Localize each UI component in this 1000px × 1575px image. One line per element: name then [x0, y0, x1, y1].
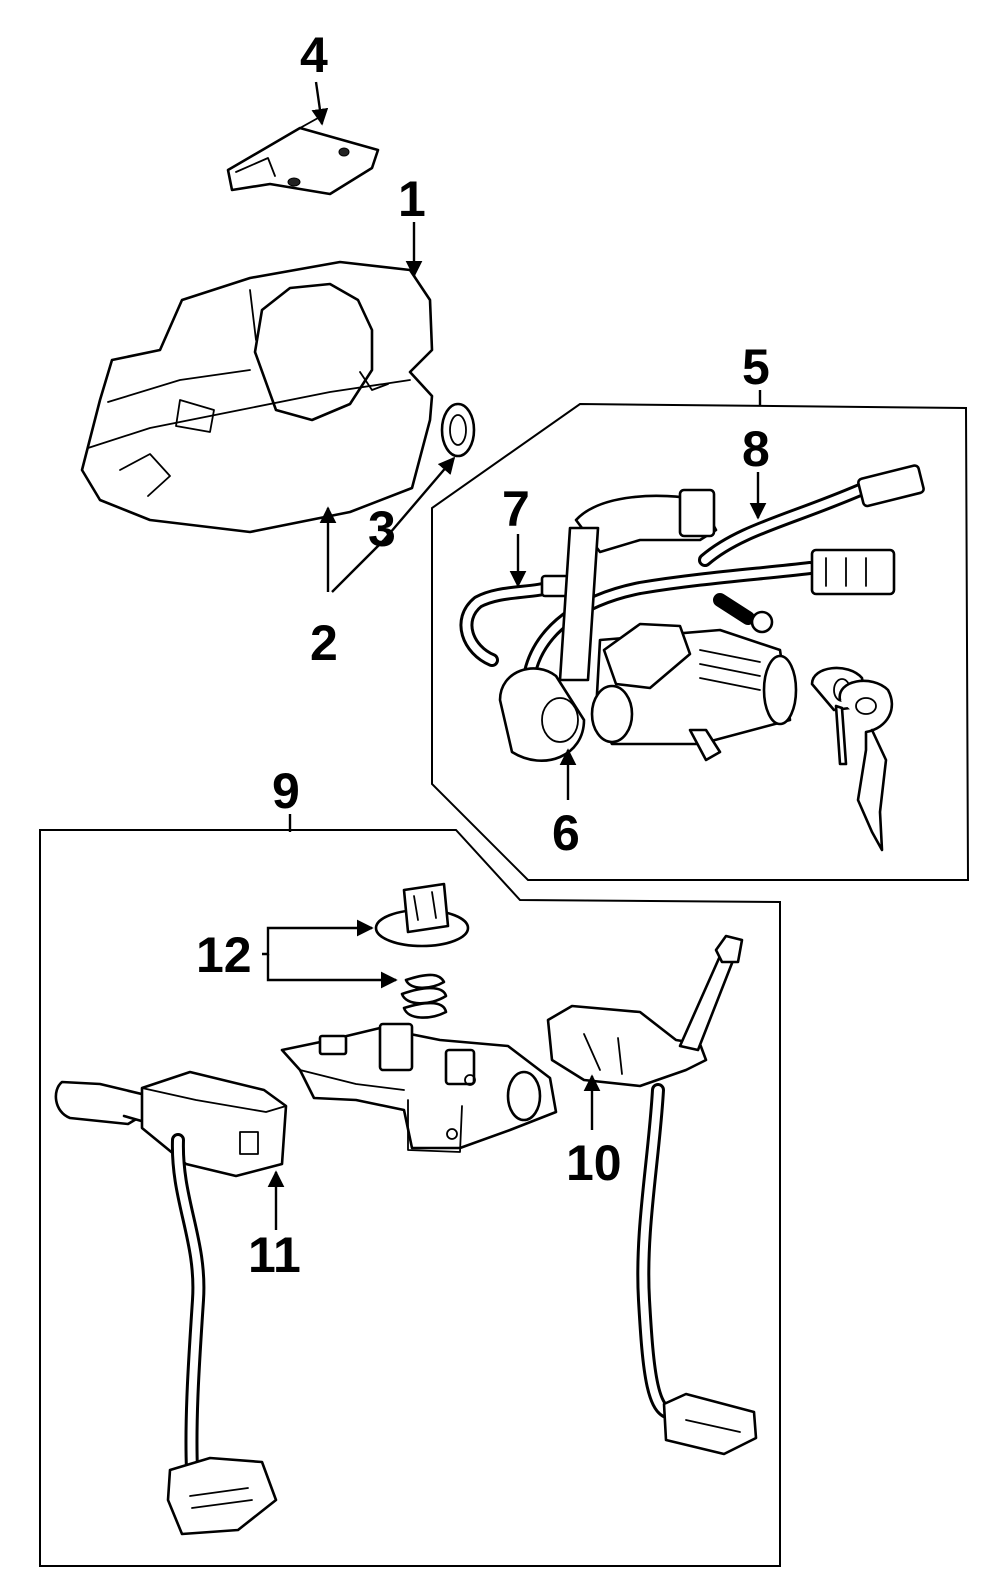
callout-2: 2	[310, 615, 338, 671]
group-9-frame	[39, 829, 781, 1567]
switch-bracket	[280, 1022, 558, 1153]
callout-7: 7	[502, 481, 530, 537]
leader-lines-upper	[311, 81, 456, 593]
callout-8: 8	[742, 421, 770, 477]
callout-9: 9	[272, 763, 300, 819]
bracket-part-4	[226, 117, 380, 196]
callout-11: 11	[248, 1227, 301, 1283]
group-5-frame	[431, 402, 970, 881]
wiper-switch-part-10	[546, 934, 758, 1456]
callout-1: 1	[398, 171, 426, 227]
callout-3: 3	[368, 501, 396, 557]
callout-10: 10	[566, 1135, 622, 1191]
ignition-switch-assembly	[459, 464, 925, 852]
grommet-part-3	[440, 402, 476, 458]
turn-signal-switch-part-11	[54, 1070, 288, 1536]
column-cover-part-1-2	[80, 260, 434, 534]
callout-12: 12	[196, 927, 252, 983]
leader-lines-lower	[267, 1074, 601, 1230]
callout-5: 5	[742, 339, 770, 395]
callout-6: 6	[552, 805, 580, 861]
leader-lines-part-12	[262, 919, 398, 989]
cancel-cam-part-12	[374, 882, 470, 1019]
callout-4: 4	[300, 27, 328, 83]
leader-lines-group-5	[509, 472, 767, 800]
